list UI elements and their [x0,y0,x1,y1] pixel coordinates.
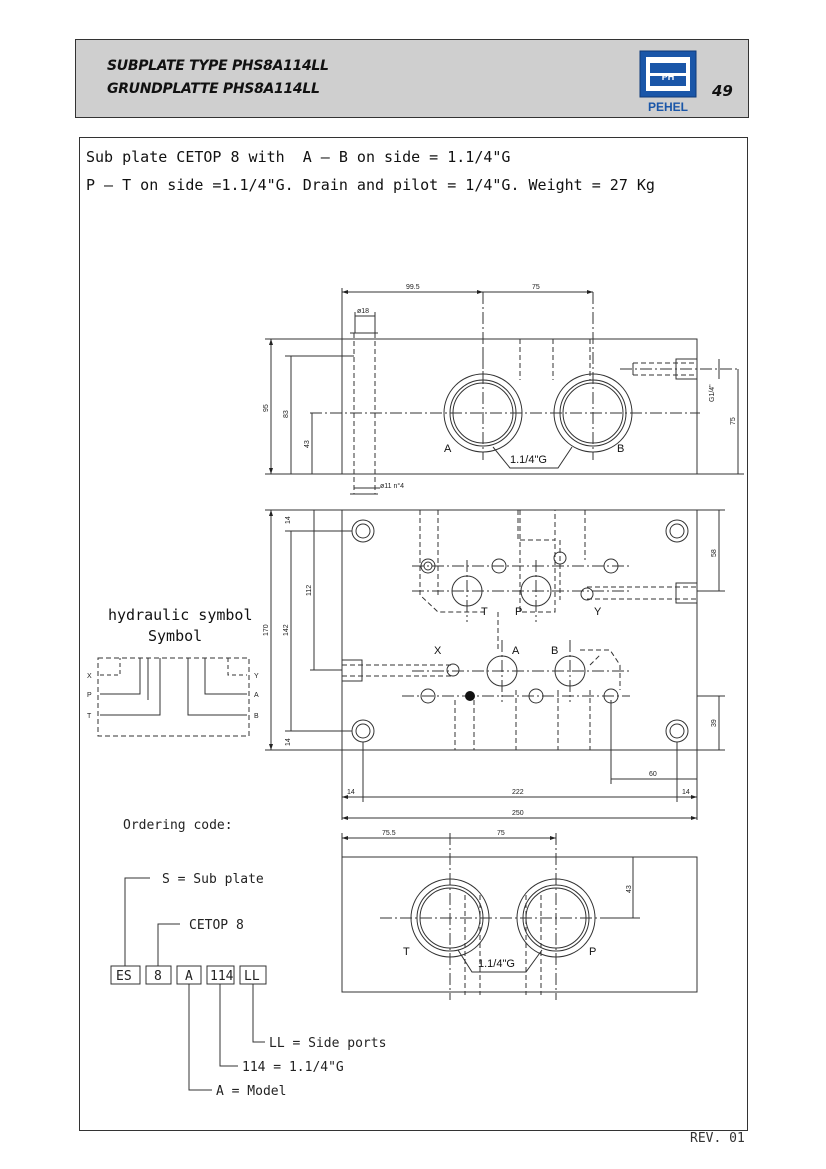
code-box-8: 8 [154,969,162,984]
bottom-port-p: P [589,946,596,958]
dim-75-5: 75.5 [382,830,396,837]
dim-112: 112 [306,585,313,596]
bottom-view [341,833,698,1000]
thread-label-bottom: 1.1/4"G [478,958,515,970]
title-line-2: GRUNDPLATTE PHS8A114LL [107,81,320,97]
description-line-1: Sub plate CETOP 8 with A – B on side = 1… [86,148,511,166]
plan-view [265,509,725,820]
code-box-ll: LL [244,969,260,984]
header-band: SUBPLATE TYPE PHS8A114LL GRUNDPLATTE PHS… [75,39,749,118]
dim-170: 170 [263,624,270,636]
page-number: 49 [712,82,733,100]
code-box-es: ES [116,969,132,984]
dim-75-top: 75 [532,284,540,291]
sym-b: B [254,713,259,720]
dim-75-right: 75 [730,417,737,425]
dim-58: 58 [711,549,718,557]
dim-43-bottom: 43 [626,885,633,893]
sym-t: T [87,713,92,720]
sym-x: X [87,673,92,680]
top-view [265,288,744,495]
code-box-114: 114 [210,969,234,984]
code-cetop-label: CETOP 8 [189,918,244,933]
dim-142: 142 [283,624,290,636]
ordering-code-title: Ordering code: [123,818,233,833]
dim-222: 222 [512,789,524,796]
bottom-port-t: T [403,946,410,958]
ordering-code-lines [110,877,267,1091]
pehel-logo: PH PEHEL [639,50,697,114]
plan-port-y: Y [594,606,602,618]
code-s-label: S = Sub plate [162,872,264,887]
dim-14-top: 14 [285,516,292,524]
revision-label: REV. 01 [690,1131,745,1146]
dim-d11-n4: ø11 n°4 [380,482,404,490]
plan-port-t: T [481,606,488,618]
hydraulic-symbol-subtitle: Symbol [148,627,202,645]
hydraulic-symbol-title: hydraulic symbol [108,606,253,624]
plan-port-p: P [515,606,522,618]
port-a-label: A [444,443,452,455]
description-line-2: P – T on side =1.1/4"G. Drain and pilot … [86,176,655,194]
hydraulic-symbol-diagram [97,657,250,737]
dim-39: 39 [711,719,718,727]
sym-p: P [87,692,92,699]
plan-port-b: B [551,645,558,657]
dim-60: 60 [649,771,657,778]
svg-text:PEHEL: PEHEL [648,100,688,114]
dim-g14: G1/4" [709,384,716,402]
dim-14-bottom: 14 [285,738,292,746]
dim-99-5: 99.5 [406,284,420,291]
dim-83: 83 [283,410,290,418]
sym-y: Y [254,673,259,680]
code-model-label: A = Model [216,1084,286,1099]
port-b-label: B [617,443,624,455]
plan-port-x: X [434,645,442,657]
dim-14-left: 14 [347,789,355,796]
sym-a: A [254,692,259,699]
dim-d18: ø18 [357,308,369,315]
dim-43: 43 [304,440,311,448]
dim-75-bottom: 75 [497,830,505,837]
dim-14-right: 14 [682,789,690,796]
drawing-frame [79,137,748,1131]
thread-label-top: 1.1/4"G [510,454,547,466]
plan-port-a: A [512,645,520,657]
dim-95: 95 [263,404,270,412]
code-box-a: A [185,969,193,984]
title-line-1: SUBPLATE TYPE PHS8A114LL [107,58,329,74]
code-size-label: 114 = 1.1/4"G [242,1060,344,1075]
code-ll-label: LL = Side ports [269,1036,386,1051]
dim-250: 250 [512,810,524,817]
svg-text:PH: PH [662,72,675,82]
